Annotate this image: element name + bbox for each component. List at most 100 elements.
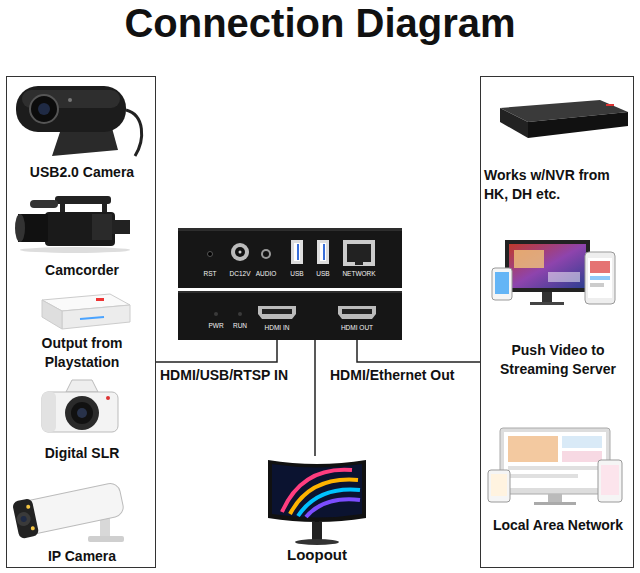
encoder-illustration (178, 228, 402, 231)
label-slot: HDMI OUT (327, 324, 387, 332)
ip-camera-icon (100, 518, 110, 538)
encoder-illustration (238, 312, 242, 316)
dslr-camera-icon (71, 402, 93, 424)
streaming-screens-icon (492, 268, 512, 300)
port-label: HDMI IN (247, 324, 307, 332)
label-slot: AUDIO (236, 270, 296, 278)
monitor-illustration (290, 480, 358, 514)
diagram-title: Connection Diagram (0, 0, 640, 46)
connector-line (156, 340, 277, 362)
output-panel: Works w/NVR from HK, DH etc.Push Video t… (480, 76, 634, 568)
streaming-screens-icon (495, 272, 509, 294)
encoder-illustration (262, 309, 292, 314)
dslr-camera-icon (65, 396, 99, 430)
panel-label: USB2.0 Camera (10, 163, 154, 182)
label-slot: Camcorder (10, 261, 154, 280)
console-box-icon (96, 298, 104, 301)
ip-camera-icon (20, 515, 27, 522)
lan-devices-icon (562, 436, 602, 448)
panel-label: Local Area Network (484, 516, 632, 535)
streaming-screens-icon (590, 261, 610, 273)
console-box-icon (42, 300, 62, 329)
connector-line (357, 340, 480, 362)
panel-label: Output from Playstation (10, 334, 154, 372)
camcorder-icon (45, 212, 115, 246)
lan-devices-icon (508, 474, 578, 478)
usb-camera-icon (68, 98, 72, 102)
monitor-illustration (295, 539, 339, 545)
loopout-monitor: Loopout (262, 456, 372, 568)
ip-camera-icon (26, 504, 31, 509)
streaming-screens-icon (509, 244, 586, 288)
encoder-illustration (239, 251, 242, 254)
monitor-illustration (306, 499, 360, 517)
ip-camera-icon (15, 511, 32, 528)
usb-camera-icon (16, 86, 142, 156)
label-slot: HDMI IN (247, 324, 307, 332)
port-label: RUN (210, 322, 270, 330)
usb-camera-icon (30, 95, 58, 123)
usb-camera-icon (16, 86, 126, 132)
lan-devices-icon (598, 460, 622, 502)
lan-devices-icon (534, 502, 576, 505)
label-slot: IP Camera (10, 547, 154, 566)
encoder-illustration (320, 243, 326, 261)
console-box-icon (42, 294, 130, 329)
port-label: NETWORK (329, 270, 389, 278)
console-box-icon (80, 317, 104, 319)
streaming-screens-icon (492, 240, 615, 305)
dslr-camera-icon (42, 380, 118, 432)
panel-label: Camcorder (10, 261, 154, 280)
monitor-illustration (268, 460, 366, 522)
ip-camera-icon (12, 498, 39, 539)
encoder-illustration (178, 291, 402, 340)
camcorder-icon (30, 200, 58, 208)
camcorder-icon (15, 214, 25, 242)
streaming-screens-icon (590, 283, 604, 287)
lan-devices-icon (508, 466, 602, 470)
streaming-screens-icon (505, 240, 590, 292)
encoder-illustration (294, 243, 300, 261)
label-slot: Loopout (265, 546, 369, 564)
encoder-illustration (317, 240, 329, 264)
encoder-device: RSTDC12VAUDIOUSBUSBNETWORKPWRRUNHDMI INH… (178, 228, 402, 340)
streaming-screens-icon (590, 276, 610, 280)
connector-label: HDMI/USB/RTSP IN (158, 367, 290, 384)
streaming-screens-icon (585, 252, 615, 304)
streaming-screens-icon (548, 272, 580, 282)
port-label: AUDIO (236, 270, 296, 278)
monitor-label: Loopout (265, 546, 369, 564)
encoder-illustration (291, 240, 303, 264)
camcorder-icon (15, 196, 130, 253)
monitor-illustration (298, 490, 360, 516)
label-slot: Local Area Network (484, 516, 632, 535)
label-slot: USB2.0 Camera (10, 163, 154, 182)
encoder-illustration (208, 252, 213, 257)
ip-camera-icon (12, 480, 126, 540)
dslr-camera-icon (42, 392, 118, 432)
encoder-illustration (178, 228, 402, 288)
camcorder-icon (112, 220, 130, 234)
label-slot: HDMI/USB/RTSP IN (158, 366, 290, 384)
port-label: HDMI OUT (327, 324, 387, 332)
usb-camera-icon (126, 110, 142, 156)
usb-camera-icon (52, 128, 118, 156)
encoder-illustration (355, 262, 363, 265)
lan-devices-icon (548, 494, 562, 502)
connector-line (314, 340, 316, 456)
lan-devices-icon (508, 436, 558, 462)
streaming-screens-icon (542, 292, 552, 302)
ip-camera-icon (30, 526, 35, 531)
encoder-illustration (343, 240, 375, 266)
encoder-illustration (261, 249, 271, 259)
label-slot: HDMI/Ethernet Out (328, 366, 456, 384)
panel-label: IP Camera (10, 547, 154, 566)
label-slot: RUN (210, 322, 270, 330)
label-slot: NETWORK (329, 270, 389, 278)
monitor-illustration (272, 464, 362, 518)
lan-devices-icon (488, 470, 510, 502)
console-box-icon (62, 305, 130, 329)
panel-label: Works w/NVR from HK, DH etc. (484, 166, 632, 204)
encoder-illustration (214, 312, 218, 316)
